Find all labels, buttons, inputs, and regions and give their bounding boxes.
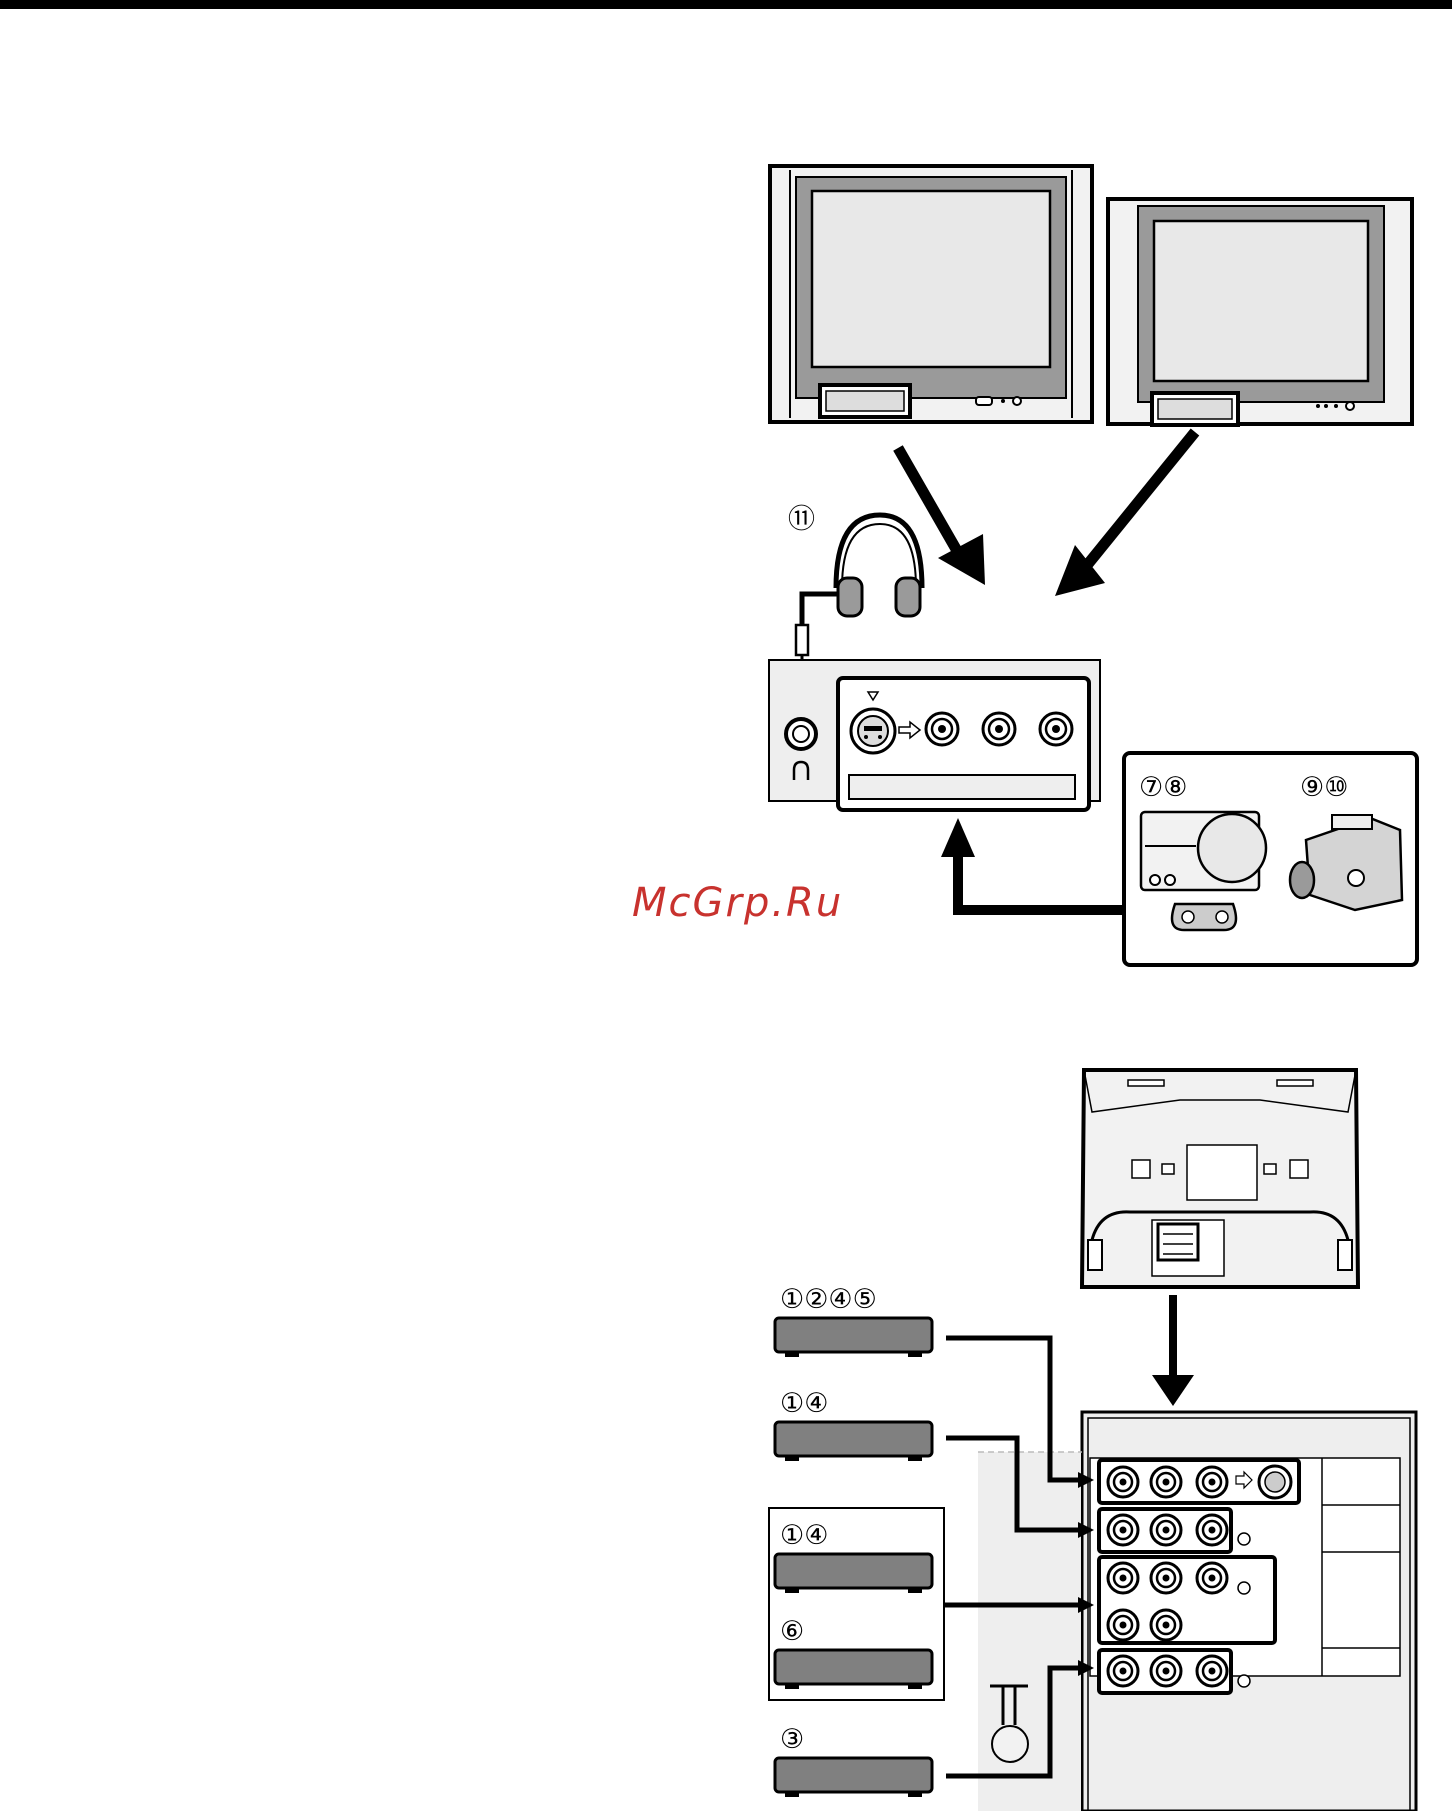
device-c [775,1554,932,1593]
watermark: McGrp.Ru [632,880,843,926]
arrow-devices-to-front-panel [941,818,1124,910]
device-d-label: ⑥ [780,1616,804,1647]
device-e [775,1758,932,1797]
headphone-jack [786,719,816,749]
terminal-group-2 [1099,1509,1250,1552]
headphones-label: ⑪ [788,504,815,535]
device-b [775,1422,932,1461]
arrow-from-flat [1055,432,1195,596]
video-jack [926,713,958,745]
terminal-group-4 [1099,1650,1250,1693]
front-av-panel [769,660,1100,810]
terminal-group-1 [1099,1460,1299,1503]
game-console-label: ⑦⑧ [1139,772,1187,803]
device-b-label: ①④ [780,1388,828,1419]
terminal-group-3 [1099,1557,1275,1643]
camcorder-label: ⑨⑩ [1300,772,1348,803]
device-c-label: ①④ [780,1520,828,1551]
device-a-label: ①②④⑤ [780,1284,877,1315]
device-d [775,1650,932,1689]
device-a [775,1318,932,1357]
tv-crt-front [770,166,1092,422]
tv-flat-front [1108,199,1412,425]
arrow-rear-to-terminal [1152,1295,1194,1406]
device-e-label: ③ [780,1724,804,1755]
tv-rear [1082,1070,1358,1287]
audio-l-jack [983,713,1015,745]
audio-r-jack [1040,713,1072,745]
arrow-from-crt [898,448,985,585]
